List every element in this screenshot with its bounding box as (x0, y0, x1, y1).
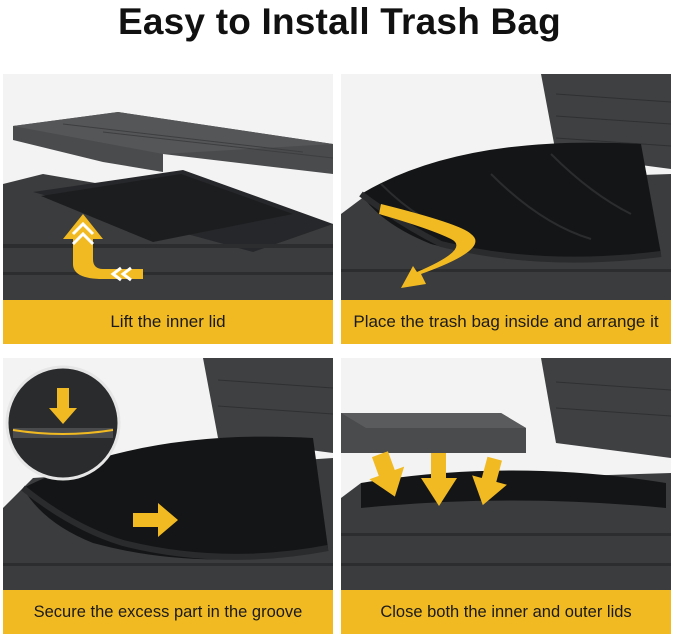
step-panel-place-bag: Place the trash bag inside and arrange i… (341, 74, 671, 344)
down-arrow-icon (49, 388, 77, 424)
step-panel-close-lids: Close both the inner and outer lids (341, 358, 671, 634)
bin-groove-illustration (3, 358, 333, 590)
bin-bag-placed-illustration (341, 74, 671, 300)
step-panel-secure-groove: Secure the excess part in the groove (3, 358, 333, 634)
bin-lid-lifted-illustration (3, 74, 333, 300)
page-title: Easy to Install Trash Bag (118, 1, 561, 42)
place-bag-arrow-icon (379, 204, 476, 288)
step-caption: Secure the excess part in the groove (3, 590, 333, 634)
lift-arrow-icon (63, 214, 143, 282)
close-arrows-icon (369, 451, 507, 506)
step-caption: Close both the inner and outer lids (341, 590, 671, 634)
step-panel-lift-lid: Lift the inner lid (3, 74, 333, 344)
step-caption: Lift the inner lid (3, 300, 333, 344)
groove-zoom-inset (5, 365, 121, 481)
secure-arrow-icon (133, 503, 178, 537)
bin-lids-closing-illustration (341, 358, 671, 590)
step-caption: Place the trash bag inside and arrange i… (341, 300, 671, 344)
